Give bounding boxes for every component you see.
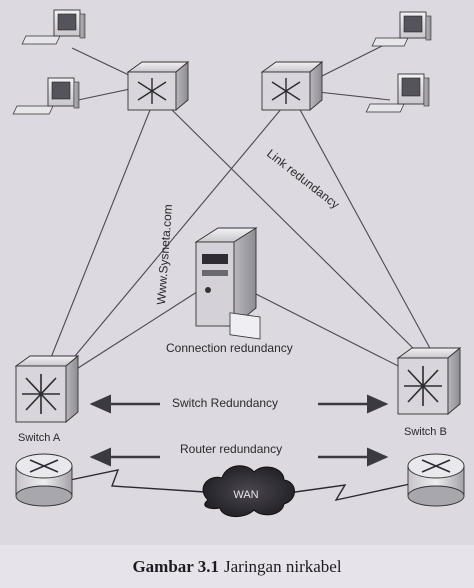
figure-caption: Gambar 3.1 Jaringan nirkabel xyxy=(0,545,474,588)
link-switch-tl-switch-b xyxy=(169,107,421,356)
router-left-icon xyxy=(15,453,73,507)
pc-top-left-1 xyxy=(21,9,86,45)
switch-a-icon xyxy=(14,355,80,423)
caption-figure-number: Gambar 3.1 xyxy=(132,556,220,576)
watermark-label: Www.Sysneta.com xyxy=(154,204,175,305)
switch-b-icon xyxy=(396,347,462,415)
link-switch-tl-switch-a xyxy=(47,109,151,366)
redundancy-arrows xyxy=(89,394,389,467)
link-switch-tr-switch-b xyxy=(297,105,433,353)
wan-link-left xyxy=(69,469,206,493)
wan-links xyxy=(69,469,411,502)
link-switch-tr-switch-a xyxy=(69,107,283,363)
link-switch-a-server xyxy=(74,289,201,371)
connection-redundancy-label: Connection redundancy xyxy=(166,341,293,355)
switch-a-label: Switch A xyxy=(18,432,61,444)
server-icon xyxy=(194,227,261,340)
link-pc1-switch-tl xyxy=(71,47,136,79)
switch-redundancy-label: Switch Redundancy xyxy=(172,396,278,410)
wan-link-right xyxy=(287,483,411,502)
link-pc4-switch-tr xyxy=(317,91,391,101)
pc-top-right-2 xyxy=(365,73,430,113)
pc-top-left-2 xyxy=(12,77,80,115)
network-diagram: WAN Www.Sysneta.com Link redundancy Conn… xyxy=(12,9,465,517)
wan-cloud-icon: WAN xyxy=(202,465,295,517)
link-server-switch-b xyxy=(251,291,411,373)
link-redundancy-label: Link redundancy xyxy=(264,146,342,211)
caption-title: Jaringan nirkabel xyxy=(224,556,342,576)
switch-top-left-icon xyxy=(126,61,190,111)
wan-label: WAN xyxy=(233,489,258,501)
pc-top-right-1 xyxy=(371,11,432,47)
switch-top-right-icon xyxy=(260,61,324,111)
link-pc2-switch-tl xyxy=(77,87,136,101)
router-redundancy-label: Router redundancy xyxy=(180,442,282,456)
router-right-icon xyxy=(407,453,465,507)
switch-b-label: Switch B xyxy=(404,426,447,438)
